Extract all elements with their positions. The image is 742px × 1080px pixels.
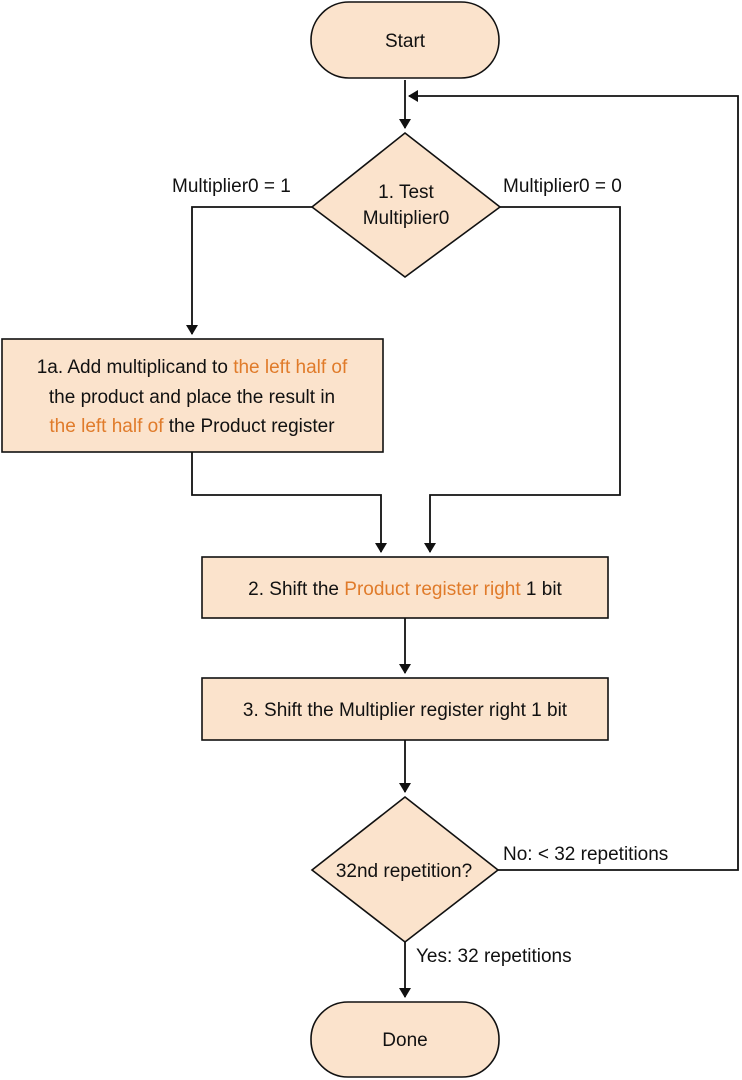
connectors bbox=[186, 80, 739, 998]
add-line3: the left half of the Product register bbox=[49, 416, 335, 437]
test-label-line1: 1. Test bbox=[378, 182, 434, 203]
add-box bbox=[1, 338, 384, 453]
edge-test-to-add bbox=[186, 206, 312, 335]
test-label-line2: Multiplier0 bbox=[363, 208, 450, 229]
shift-product-text-a: 2. Shift the bbox=[248, 579, 344, 600]
repetition-decision: 32nd repetition? bbox=[310, 795, 500, 944]
done-node: Done bbox=[310, 1001, 500, 1078]
shift-product-highlight: Product register right bbox=[344, 579, 521, 600]
done-label: Done bbox=[382, 1030, 427, 1051]
shift-multiplier-box bbox=[201, 677, 609, 741]
start-label: Start bbox=[385, 31, 426, 52]
start-terminator bbox=[310, 1, 500, 79]
edge-label-yes-done: Yes: 32 repetitions bbox=[416, 946, 572, 967]
shift-product-step: 2. Shift the Product register right 1 bi… bbox=[201, 556, 609, 619]
edge-add-to-shift-product bbox=[191, 452, 387, 553]
edge-label-multiplier-zero: Multiplier0 = 0 bbox=[503, 176, 622, 197]
shift-multiplier-label: 3. Shift the Multiplier register right 1… bbox=[243, 700, 568, 721]
edge-label-multiplier-one: Multiplier0 = 1 bbox=[172, 176, 291, 197]
shift-product-box bbox=[201, 556, 609, 619]
start-node: Start bbox=[310, 1, 500, 79]
test-multiplier-decision: 1. Test Multiplier0 bbox=[310, 131, 502, 278]
shift-multiplier-step: 3. Shift the Multiplier register right 1… bbox=[201, 677, 609, 741]
add-line1-highlight: the left half of bbox=[233, 357, 348, 378]
repetition-label: 32nd repetition? bbox=[336, 861, 472, 882]
done-terminator bbox=[310, 1001, 500, 1078]
add-line1: 1a. Add multiplicand to the left half of bbox=[37, 357, 348, 378]
test-diamond bbox=[310, 131, 502, 278]
add-line2: the product and place the result in bbox=[49, 387, 335, 408]
edge-repetition-loop-back bbox=[408, 90, 739, 871]
edge-test-to-shift-product bbox=[424, 206, 621, 553]
repetition-diamond bbox=[310, 795, 500, 944]
shift-product-label: 2. Shift the Product register right 1 bi… bbox=[248, 579, 562, 600]
edge-label-no-loop: No: < 32 repetitions bbox=[503, 844, 668, 865]
add-line3-highlight: the left half of bbox=[49, 416, 164, 437]
shift-product-text-b: 1 bit bbox=[521, 579, 563, 600]
add-line3-text: the Product register bbox=[163, 416, 335, 437]
add-step: 1a. Add multiplicand to the left half of… bbox=[1, 338, 384, 453]
add-line1-text: 1a. Add multiplicand to bbox=[37, 357, 233, 378]
